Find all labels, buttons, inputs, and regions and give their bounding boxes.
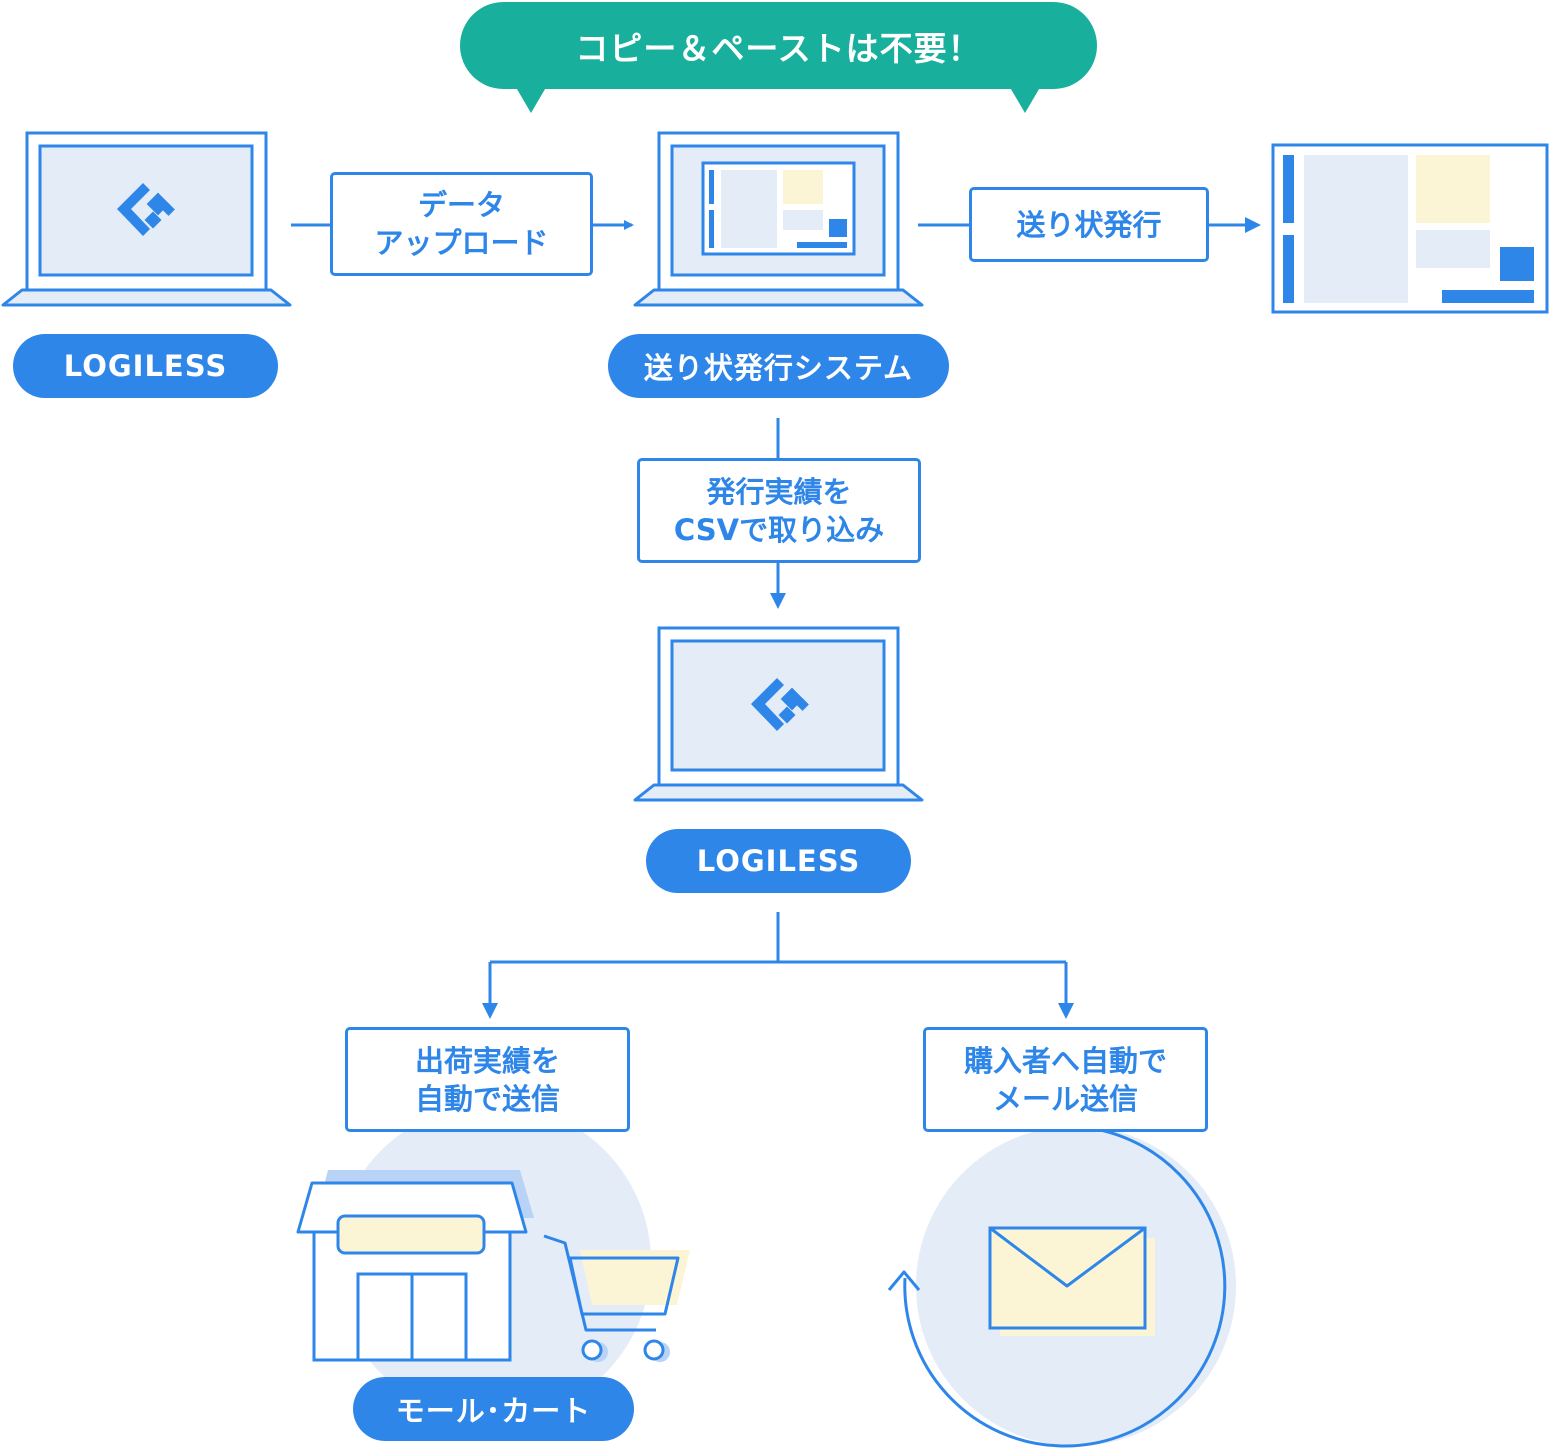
step-email-buyer-line1: 購入者へ自動で [963, 1043, 1167, 1078]
callout-tails [514, 84, 1042, 113]
logiless-middle-pill: LOGILESS [646, 829, 911, 893]
step-import-csv: 発行実績を CSVで取り込み [637, 458, 921, 563]
logiless-top-label: LOGILESS [63, 349, 228, 383]
step-email-buyer-line2: メール送信 [992, 1081, 1138, 1116]
mall-cart-pill: モール･カート [353, 1377, 634, 1441]
step-import-csv-line1: 発行実績を [706, 474, 852, 509]
step-send-results: 出荷実績を 自動で送信 [345, 1027, 630, 1132]
mall-cart-label: モール･カート [395, 1394, 592, 1428]
step-send-results-line2: 自動で送信 [414, 1081, 560, 1116]
envelope-icon [988, 1226, 1155, 1336]
step-data-upload-line1: データ [417, 188, 505, 222]
store-icon [296, 1170, 534, 1362]
step-data-upload-line2: アップロード [374, 226, 549, 260]
shipping-system-label: 送り状発行システム [643, 351, 914, 385]
logiless-logo-icon [751, 678, 809, 731]
callout-bubble: コピー＆ペーストは不要！ [460, 2, 1097, 89]
step-email-buyer: 購入者へ自動で メール送信 [923, 1027, 1208, 1132]
step-data-upload: データ アップロード [330, 172, 593, 276]
laptop-icon [633, 626, 924, 802]
refresh-arrow-icon [887, 1124, 1227, 1448]
cart-icon [543, 1234, 690, 1362]
callout-text: コピー＆ペーストは不要！ [575, 28, 982, 68]
logiless-middle-label: LOGILESS [696, 844, 861, 878]
shipping-label-icon [701, 161, 856, 256]
step-issue-label-line1: 送り状発行 [1016, 207, 1162, 242]
step-send-results-line1: 出荷実績を [414, 1043, 560, 1078]
email-illustration [887, 1124, 1236, 1448]
laptop-icon [633, 131, 924, 307]
shipping-label-icon [1271, 143, 1549, 314]
store-cart-illustration [296, 1104, 690, 1420]
step-issue-label: 送り状発行 [969, 187, 1209, 262]
laptop-icon [1, 131, 292, 307]
shipping-system-pill: 送り状発行システム [608, 334, 949, 398]
logiless-top-pill: LOGILESS [13, 334, 278, 398]
step-import-csv-line2: CSVで取り込み [673, 512, 885, 547]
